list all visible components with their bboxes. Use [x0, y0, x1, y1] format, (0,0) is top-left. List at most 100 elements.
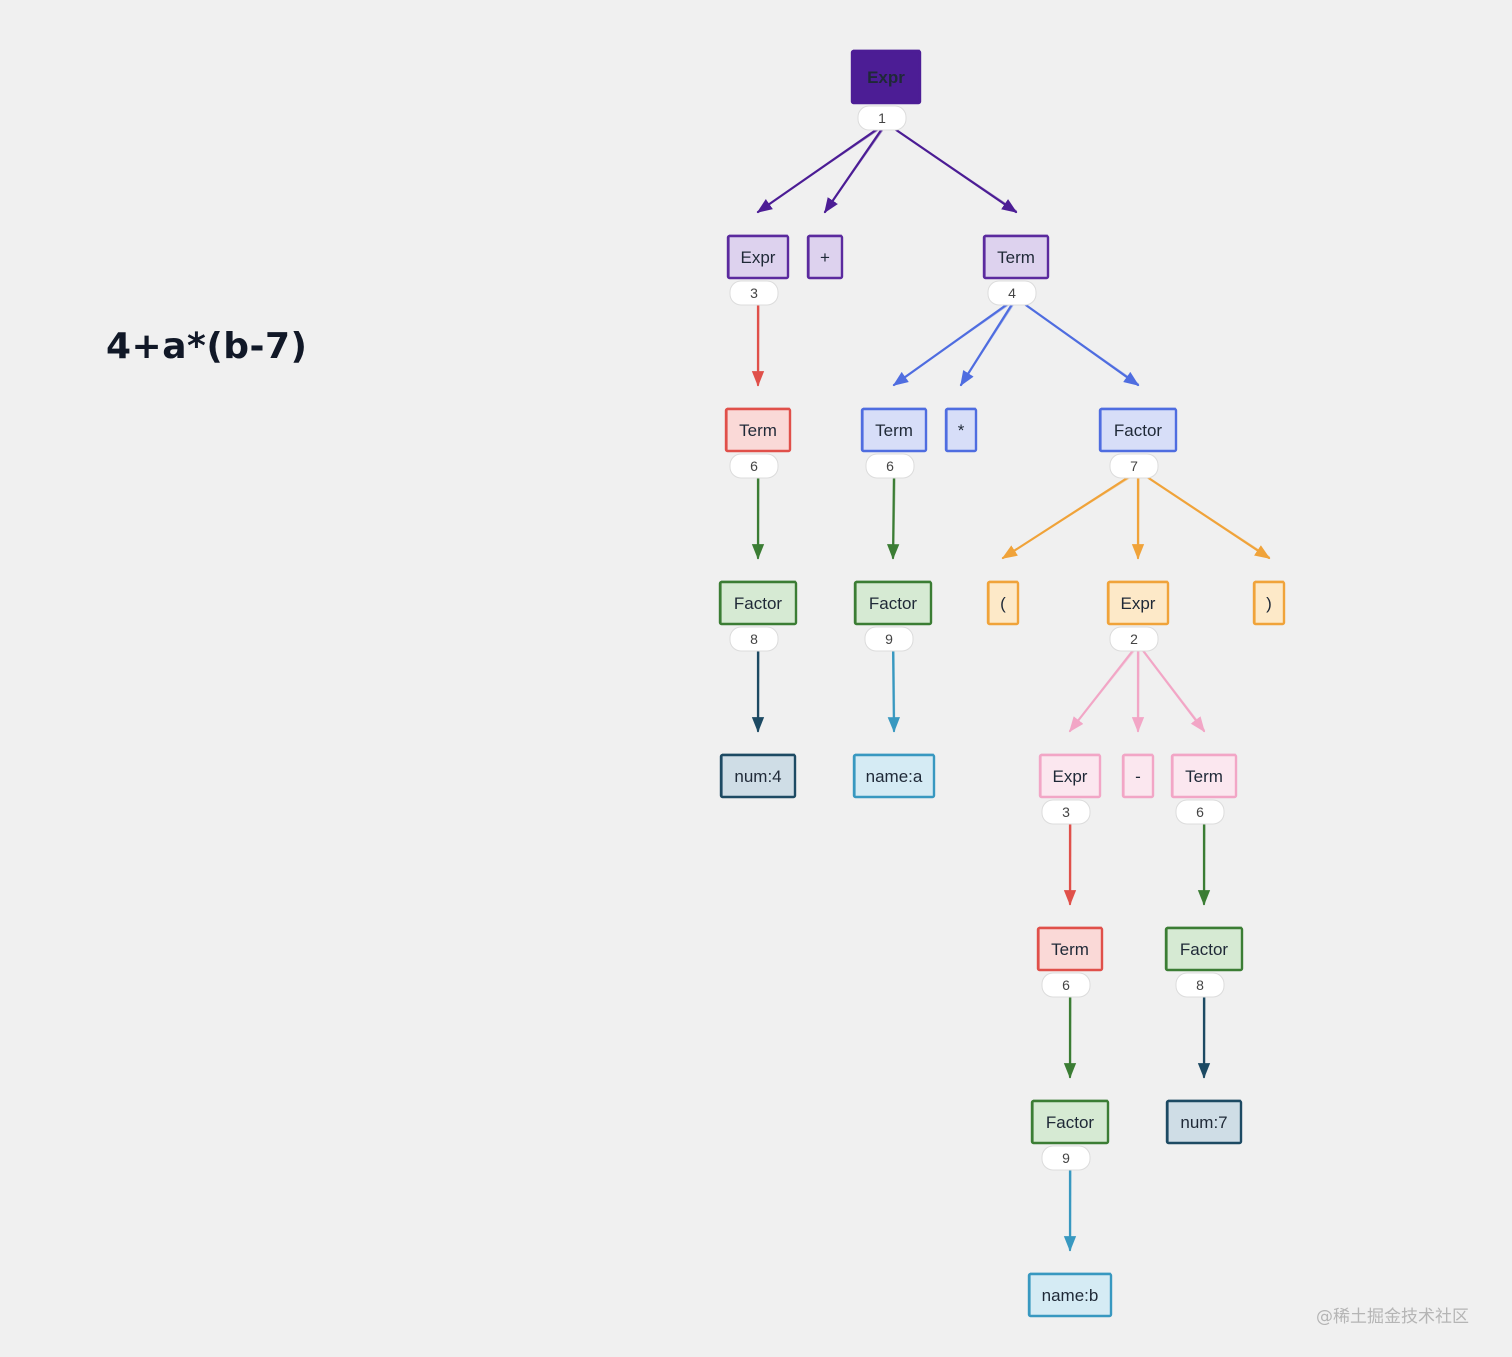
- node-number: 6: [1062, 977, 1070, 993]
- node-box-sketch: [856, 580, 931, 625]
- node-num-4-n14: num:4: [719, 753, 797, 799]
- node-number: 3: [1062, 804, 1070, 820]
- node-label: name:b: [1042, 1286, 1099, 1305]
- node-number: 9: [1062, 1150, 1070, 1166]
- edge-sketch-n12-to-n16: [1070, 644, 1140, 731]
- node-box-sketch: [985, 234, 1048, 279]
- node-num-7-n22: num:7: [1165, 1099, 1243, 1145]
- node-factor-n10: Factor 9: [853, 580, 933, 652]
- node-expr-n2: Expr 3: [726, 234, 790, 306]
- edge-sketch-n4-to-n6: [894, 298, 1018, 385]
- edge-n4-to-n7: [959, 296, 1018, 387]
- node-box-sketch: [1039, 926, 1102, 971]
- node-box-sketch: [989, 580, 1018, 625]
- edge-n4-to-n6: [892, 296, 1018, 387]
- node-number-badge: [864, 626, 914, 652]
- node-box-sketch: [1124, 753, 1153, 798]
- node-number: 6: [750, 458, 758, 474]
- node-label: Expr: [1053, 767, 1088, 786]
- edge-sketch-n8-to-n11: [1003, 471, 1140, 558]
- node-number-badge: [1109, 453, 1159, 479]
- node-box-sketch: [722, 753, 795, 798]
- node-box-sketch: [721, 580, 796, 625]
- node-symbol-n7: *: [944, 407, 978, 453]
- edge-n8-to-n11: [1001, 469, 1140, 560]
- node-label: Factor: [869, 594, 918, 613]
- node-label: Term: [739, 421, 777, 440]
- edges-layer: [751, 121, 1271, 1252]
- node-number-badge: [1041, 799, 1091, 825]
- node-label: name:a: [866, 767, 923, 786]
- edge-sketch-n1-to-n2: [758, 123, 888, 212]
- node-symbol-n13: ): [1252, 580, 1286, 626]
- node-label: Expr: [1121, 594, 1156, 613]
- node-box-sketch: [1168, 1099, 1241, 1144]
- expression-title: 4+a*(b-7): [106, 326, 308, 367]
- node-number: 3: [750, 285, 758, 301]
- node-number: 8: [750, 631, 758, 647]
- node-label: +: [820, 248, 830, 267]
- node-label: Term: [875, 421, 913, 440]
- edge-sketch-n10-to-n15: [893, 644, 896, 731]
- edge-sketch-n6-to-n10: [893, 471, 896, 558]
- node-label: ): [1266, 594, 1272, 613]
- node-number-badge: [865, 453, 915, 479]
- node-number-badge: [1041, 972, 1091, 998]
- node-box-sketch: [1101, 407, 1176, 452]
- node-factor-n9: Factor 8: [718, 580, 798, 652]
- node-number: 2: [1130, 631, 1138, 647]
- edge-n10-to-n15: [887, 642, 901, 733]
- node-number: 9: [885, 631, 893, 647]
- edge-n1-to-n3: [823, 121, 888, 214]
- node-box-sketch: [1255, 580, 1284, 625]
- node-number-badge: [729, 280, 779, 306]
- node-term-n18: Term 6: [1170, 753, 1238, 825]
- node-number: 6: [1196, 804, 1204, 820]
- node-symbol-n3: +: [806, 234, 844, 280]
- node-name-a-n15: name:a: [852, 753, 936, 799]
- node-label: *: [958, 421, 965, 440]
- node-label: Expr: [867, 68, 905, 87]
- node-label: Term: [1185, 767, 1223, 786]
- node-number-badge: [987, 280, 1037, 306]
- node-number-badge: [1041, 1145, 1091, 1171]
- node-number-badge: [1175, 972, 1225, 998]
- node-expr-n12: Expr 2: [1106, 580, 1170, 652]
- node-label: Term: [1051, 940, 1089, 959]
- node-label: (: [1000, 594, 1006, 613]
- node-term-n19: Term 6: [1036, 926, 1104, 998]
- node-term-n5: Term 6: [724, 407, 792, 479]
- node-box-sketch: [1167, 926, 1242, 971]
- node-box-sketch: [729, 234, 788, 279]
- node-number-badge: [1175, 799, 1225, 825]
- node-label: Factor: [1114, 421, 1163, 440]
- node-label: Factor: [1046, 1113, 1095, 1132]
- node-label: Expr: [741, 248, 776, 267]
- node-number-badge: [729, 453, 779, 479]
- node-label: Term: [997, 248, 1035, 267]
- node-number-badge: [729, 626, 779, 652]
- node-factor-n21: Factor 9: [1030, 1099, 1110, 1171]
- node-symbol-n11: (: [986, 580, 1020, 626]
- node-box-sketch: [863, 407, 926, 452]
- node-label: Factor: [1180, 940, 1229, 959]
- node-box-sketch: [1173, 753, 1236, 798]
- edge-sketch-n1-to-n3: [825, 123, 888, 212]
- watermark: @稀土掘金技术社区: [1316, 1307, 1469, 1327]
- node-label: Factor: [734, 594, 783, 613]
- node-box-sketch: [1041, 753, 1100, 798]
- node-number: 7: [1130, 458, 1138, 474]
- node-factor-n8: Factor 7: [1098, 407, 1178, 479]
- node-label: num:7: [1180, 1113, 1227, 1132]
- edge-sketch-n4-to-n7: [961, 298, 1018, 385]
- node-number-badge: [857, 105, 907, 131]
- node-box-sketch: [1033, 1099, 1108, 1144]
- node-name-b-n23: name:b: [1027, 1272, 1113, 1318]
- edge-sketch-n12-to-n18: [1138, 644, 1206, 731]
- edge-sketch-n8-to-n13: [1138, 471, 1271, 558]
